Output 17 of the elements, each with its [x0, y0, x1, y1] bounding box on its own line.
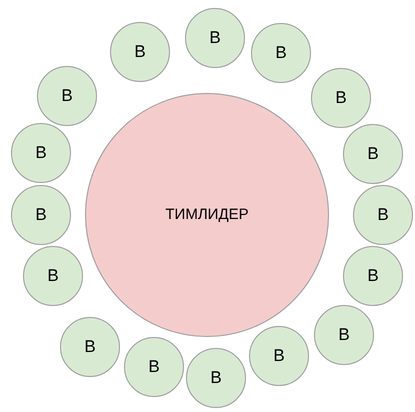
role-label: ТИМЛИДЕР	[165, 204, 249, 225]
member-label: В	[367, 265, 379, 288]
member-label: В	[209, 27, 221, 50]
member-label: В	[377, 204, 389, 226]
member-label: В	[335, 87, 347, 110]
member-label: В	[35, 142, 47, 164]
member-label: В	[61, 85, 73, 108]
member-label: В	[134, 41, 146, 64]
member-label: В	[273, 345, 285, 368]
member-label: В	[275, 42, 287, 64]
member-label: В	[210, 367, 222, 390]
member-label: В	[35, 204, 47, 226]
member-label: В	[47, 265, 59, 288]
member-label: В	[338, 324, 350, 346]
member-label: В	[84, 336, 96, 358]
member-label: В	[367, 143, 379, 166]
member-label: В	[148, 356, 160, 378]
